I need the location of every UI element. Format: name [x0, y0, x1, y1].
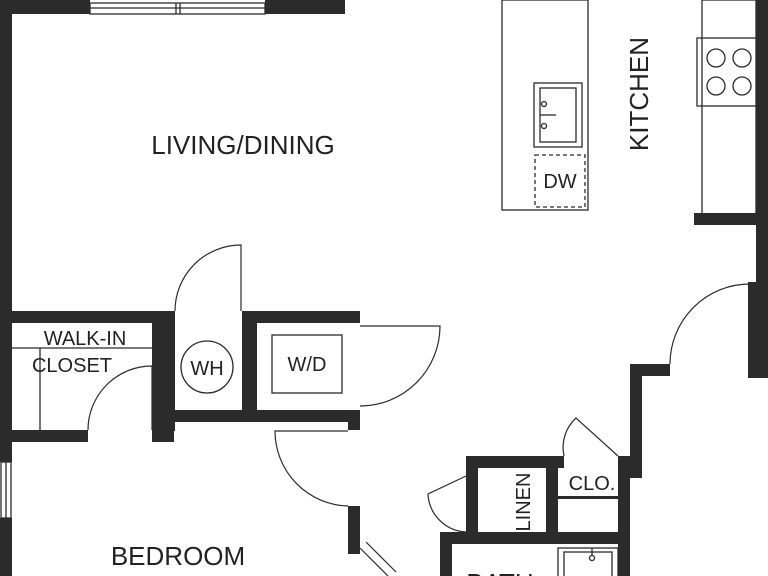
- right-wall-jamb: [748, 282, 768, 378]
- closet-right-wall: [152, 323, 164, 441]
- walk-in-closet-label-line2: CLOSET: [32, 355, 112, 377]
- linen-top-wall: [466, 456, 564, 468]
- closet-top-wall: [0, 311, 175, 323]
- water-heater: [180, 340, 234, 394]
- kitchen-island: [501, 0, 589, 211]
- wd-door: [359, 325, 441, 407]
- washer-dryer-label: W/D: [288, 354, 327, 376]
- dishwasher: [534, 154, 586, 208]
- closet-label: CLO.: [569, 473, 616, 495]
- water-heater-label: WH: [190, 358, 223, 380]
- wh-left-wall: [164, 311, 175, 431]
- burner-icon: [732, 48, 752, 68]
- left-wall-upper: [0, 0, 12, 462]
- walk-in-closet-label-line1: WALK-IN: [44, 328, 127, 350]
- clo-shelf: [558, 496, 618, 499]
- kitchen-counter-bottom-wall: [694, 213, 756, 225]
- burner-icon: [706, 76, 726, 96]
- wh-wd-divider: [242, 311, 257, 421]
- linen-door: [427, 475, 467, 533]
- wd-top-wall: [242, 311, 360, 323]
- bath-door: [359, 547, 389, 576]
- top-wall-left: [0, 0, 90, 14]
- sink: [533, 82, 583, 148]
- burner-icon: [706, 48, 726, 68]
- doors: [87, 244, 751, 576]
- closet-door: [87, 365, 153, 431]
- dishwasher-label: DW: [543, 171, 576, 193]
- window-left: [0, 461, 12, 519]
- bath-left-wall: [440, 532, 452, 576]
- hall-right-wall: [630, 364, 642, 478]
- left-wall-lower: [0, 518, 12, 576]
- range: [696, 37, 758, 107]
- washer-dryer: [271, 334, 343, 394]
- wd-bottom-corner: [348, 410, 360, 430]
- kitchen-counter: [696, 0, 758, 215]
- bath-top-wall: [440, 532, 630, 544]
- bedroom-label: BEDROOM: [111, 541, 245, 571]
- living-dining-label: LIVING/DINING: [151, 130, 334, 160]
- clo-door: [562, 417, 619, 457]
- closet-rod: [12, 347, 152, 430]
- bedroom-door: [274, 430, 349, 507]
- entry-door: [669, 283, 751, 365]
- wd-corner: [348, 311, 360, 323]
- bath-right-wall: [618, 456, 630, 576]
- wh-door: [174, 244, 242, 312]
- window-top: [89, 2, 266, 15]
- bath-label: BATH: [466, 568, 533, 576]
- linen-left-wall: [466, 456, 478, 532]
- linen-clo-divider: [546, 456, 558, 544]
- closet-bottom-wall-left: [0, 430, 88, 442]
- bath-sink: [557, 547, 619, 576]
- bedroom-right-wall: [348, 506, 360, 554]
- kitchen-label: KITCHEN: [624, 37, 654, 151]
- utility-bottom-wall: [164, 410, 360, 422]
- linen-label: LINEN: [513, 473, 535, 532]
- burner-icon: [732, 76, 752, 96]
- top-wall-right: [265, 0, 345, 14]
